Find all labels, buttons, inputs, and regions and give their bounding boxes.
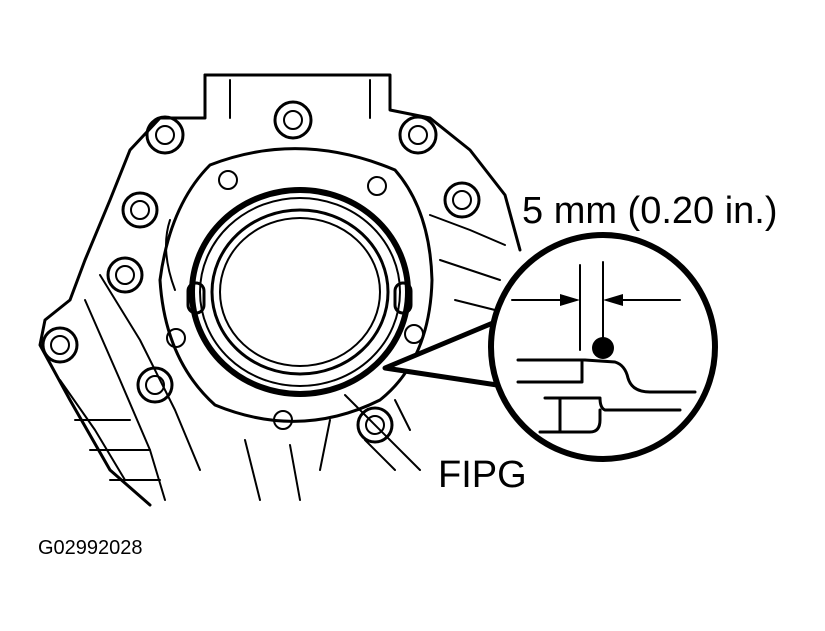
- figure-code-label: G02992028: [38, 537, 143, 559]
- dimension-label: 5 mm (0.20 in.): [522, 190, 778, 232]
- sealant-bead-dot: [592, 337, 614, 359]
- detail-magnifier: [488, 232, 718, 462]
- outer-bolt-bosses: [41, 100, 481, 444]
- fipg-bead: [189, 187, 411, 397]
- fipg-label: FIPG: [438, 454, 527, 496]
- fipg-leader-line: [344, 394, 421, 471]
- flange-plate: [158, 147, 434, 430]
- seal-bore: [186, 187, 413, 397]
